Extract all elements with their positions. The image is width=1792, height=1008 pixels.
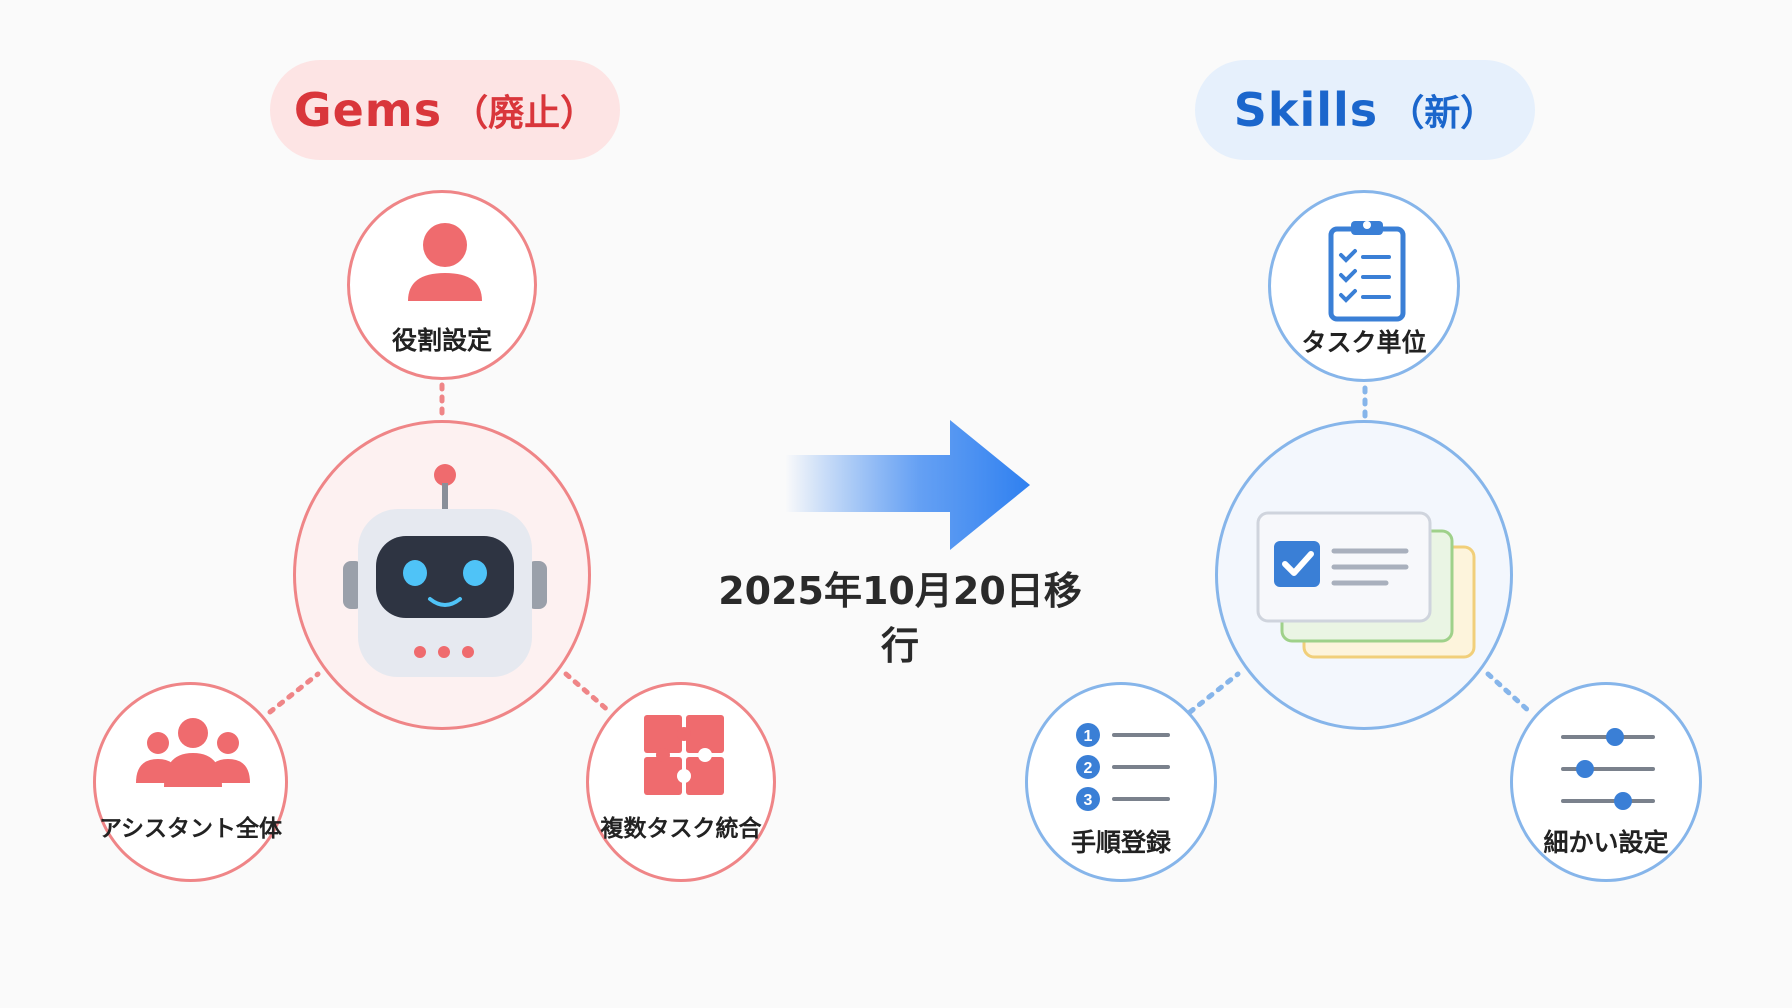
skills-node-task-label: タスク単位 — [1301, 328, 1427, 357]
skills-center-node — [1215, 420, 1513, 730]
gems-node-assistant-label: アシスタント全体 — [98, 816, 283, 842]
gems-node-role: 役割設定 — [347, 190, 537, 380]
skills-node-steps: 1 2 3 手順登録 — [1025, 682, 1217, 882]
clipboard-checklist-icon — [1328, 221, 1406, 322]
skills-title-pill: Skills （新） — [1195, 60, 1535, 160]
gems-center-node — [293, 420, 591, 730]
skills-node-steps-label: 手順登録 — [1070, 828, 1171, 857]
robot-icon — [343, 464, 547, 677]
group-icon — [136, 718, 250, 787]
skills-node-settings-label: 細かい設定 — [1543, 828, 1669, 857]
puzzle-icon — [644, 715, 724, 795]
skills-node-task: タスク単位 — [1268, 190, 1460, 382]
stacked-cards-icon — [1256, 511, 1476, 659]
gems-connector-right — [563, 671, 613, 715]
skills-connector-right — [1485, 671, 1533, 715]
gems-node-multitask: 複数タスク統合 — [586, 682, 776, 882]
skills-title: Skills — [1233, 83, 1379, 137]
step-number-3: 3 — [1084, 792, 1093, 809]
step-number-2: 2 — [1084, 760, 1093, 777]
gems-node-assistant: アシスタント全体 — [93, 682, 288, 882]
gems-title-pill: Gems （廃止） — [270, 60, 620, 160]
gems-title-status: （廃止） — [452, 93, 597, 134]
gems-node-multitask-label: 複数タスク統合 — [600, 816, 762, 842]
numbered-list-icon: 1 2 3 — [1076, 723, 1170, 811]
transition-arrow — [785, 420, 1030, 550]
skills-node-settings: 細かい設定 — [1510, 682, 1702, 882]
gems-title: Gems — [293, 83, 443, 137]
sliders-icon — [1561, 728, 1655, 810]
person-icon — [408, 223, 482, 301]
gems-node-role-label: 役割設定 — [391, 326, 492, 355]
transition-date: 2025年10月20日移行 — [718, 569, 1082, 668]
skills-connector-left — [1187, 671, 1241, 715]
gems-connector-left — [267, 671, 321, 715]
skills-title-status: （新） — [1388, 93, 1497, 134]
step-number-1: 1 — [1084, 728, 1093, 745]
